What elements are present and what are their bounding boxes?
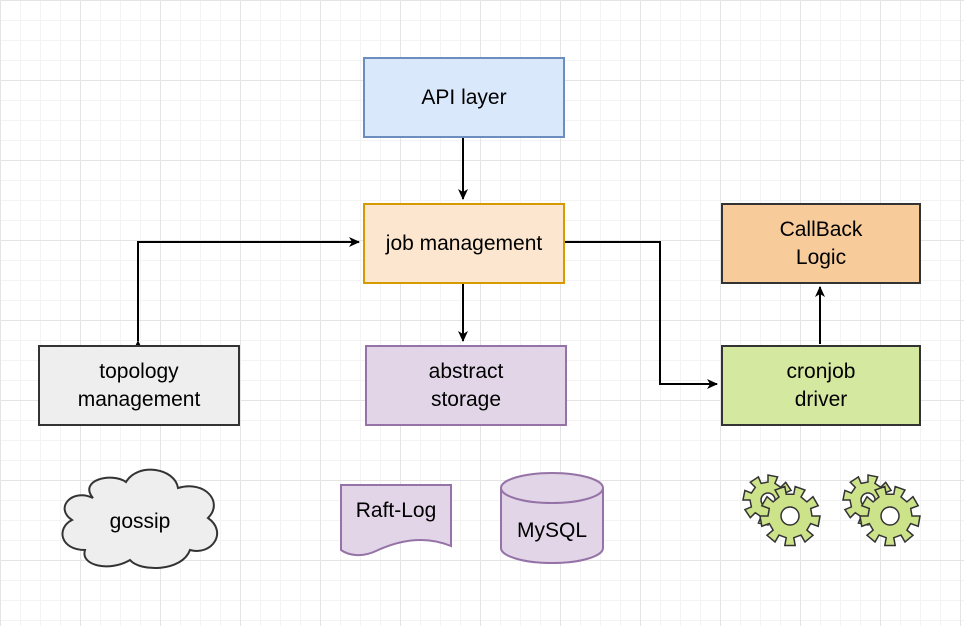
gears-icon [742, 474, 921, 547]
abstract-storage-label: abstract storage [428, 359, 504, 411]
job-management-box: job management [363, 203, 565, 284]
mysql-label: MySQL [516, 519, 587, 542]
edge-job-to-cronjob [565, 241, 718, 389]
raft-log-label: Raft-Log [355, 499, 437, 522]
raft-log-document-shape [340, 484, 452, 557]
callback-logic-label: CallBack Logic [779, 217, 863, 269]
abstract-storage-box: abstract storage [365, 345, 567, 426]
topology-management-box: topology management [38, 345, 240, 426]
callback-logic-box: CallBack Logic [721, 203, 921, 284]
edge-job-topology-bidirectional [133, 237, 360, 351]
job-management-label: job management [385, 231, 543, 255]
cronjob-driver-label: cronjob driver [786, 359, 856, 411]
topology-management-label: topology management [77, 359, 201, 411]
api-layer-box: API layer [363, 57, 565, 138]
mysql-cylinder-shape [500, 472, 604, 564]
gear-hole [780, 506, 800, 526]
cronjob-driver-box: cronjob driver [721, 345, 921, 426]
gossip-label: gossip [109, 510, 171, 533]
gear-hole [880, 506, 900, 526]
gossip-cloud-shape [61, 468, 219, 569]
api-layer-label: API layer [421, 85, 507, 109]
